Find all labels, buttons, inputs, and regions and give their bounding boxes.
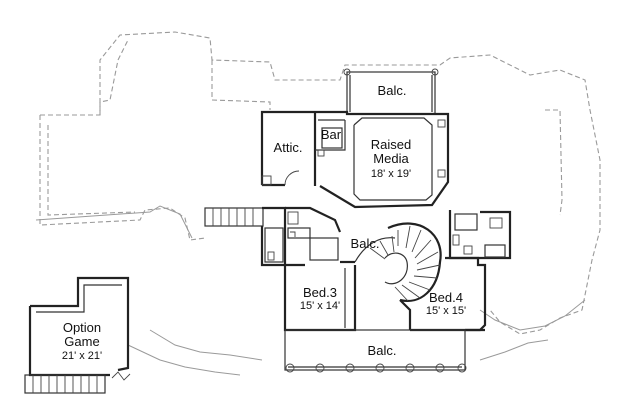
center-balcony-label: Balc. (351, 236, 380, 251)
left-bath (260, 206, 342, 267)
bottom-balcony-label: Balc. (368, 343, 397, 358)
bed4-label: Bed.4 (429, 290, 463, 305)
option-game-label-line1: Option (63, 320, 101, 335)
bed3-dimensions: 15' x 14' (300, 300, 340, 312)
bottom-balcony (284, 329, 467, 373)
option-game-dimensions: 21' x 21' (62, 350, 102, 362)
option-game-label-line2: Game (64, 334, 99, 349)
top-balcony-label: Balc. (378, 83, 407, 98)
attic-label: Attic. (274, 140, 303, 155)
left-stair (204, 207, 264, 227)
bed3-label: Bed.3 (303, 285, 337, 300)
media-dimensions: 18' x 19' (371, 168, 411, 180)
main-walls (260, 110, 450, 209)
spiral-stair (354, 222, 442, 303)
bed4-dimensions: 15' x 15' (426, 305, 466, 317)
right-bath (448, 210, 512, 260)
media-label-line1: Raised (371, 137, 411, 152)
lower-floor-outline (35, 31, 601, 376)
media-label-line2: Media (373, 151, 409, 166)
option-game-walls (24, 276, 131, 394)
bar-label: Bar (321, 127, 342, 142)
